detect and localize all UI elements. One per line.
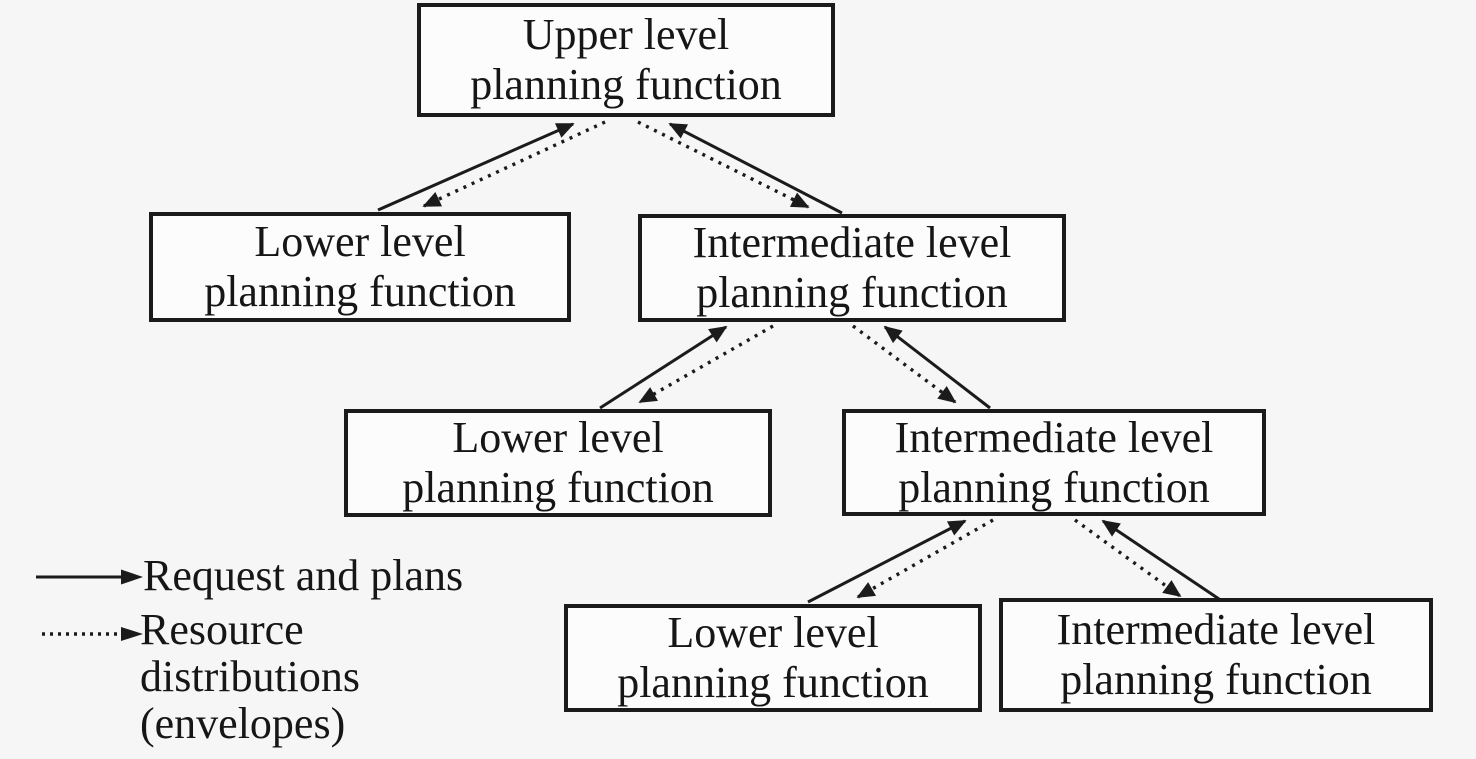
legend-resource-line-3: (envelopes)	[140, 699, 346, 748]
node-label-line: Intermediate level	[692, 218, 1012, 267]
node-label-line: Lower level	[452, 413, 664, 462]
legend-resource-line-1: Resource	[140, 605, 304, 654]
edge-intermediate1-to-lower2-resource	[638, 324, 774, 404]
node-label-line: planning function	[402, 463, 714, 512]
request-arrow-icon	[36, 569, 143, 585]
edge-lower3-to-intermediate2-request	[807, 519, 967, 604]
edge-intermediate3-to-intermediate2-request	[1101, 519, 1223, 603]
node-label-line: Lower level	[667, 608, 879, 657]
edges-group	[377, 120, 1223, 604]
node-label-line: Intermediate level	[1056, 605, 1376, 654]
node-label-line: Lower level	[254, 217, 466, 266]
resource-arrow-icon	[42, 627, 143, 641]
legend-resource-line-2: distributions	[140, 652, 361, 701]
node-label-line: planning function	[898, 462, 1210, 512]
legend-resource-label: Resource distributions (envelopes)	[140, 606, 360, 747]
edge-intermediate2-to-intermediate1-request	[883, 325, 991, 410]
edge-intermediate1-to-upper-request	[668, 122, 843, 215]
edge-intermediate2-to-intermediate3-resource	[1074, 518, 1182, 598]
node-label-line: planning function	[1060, 655, 1372, 704]
node-label-line: Intermediate level	[894, 412, 1214, 462]
edge-upper-to-intermediate1-resource	[637, 120, 810, 209]
edge-intermediate1-to-intermediate2-resource	[851, 324, 957, 404]
edge-intermediate2-to-lower3-resource	[856, 518, 994, 599]
node-label-line: planning function	[696, 268, 1008, 317]
node-label-line: planning function	[617, 658, 929, 707]
node-label-line: planning function	[204, 267, 516, 316]
legend-request-label: Request and plans	[143, 551, 464, 600]
edge-upper-to-lower1-resource	[422, 120, 606, 208]
edge-lower2-to-intermediate1-request	[599, 325, 728, 410]
node-label-line: planning function	[470, 60, 782, 109]
edge-lower1-to-upper-request	[377, 122, 575, 212]
node-label-line: Upper level	[522, 10, 730, 59]
